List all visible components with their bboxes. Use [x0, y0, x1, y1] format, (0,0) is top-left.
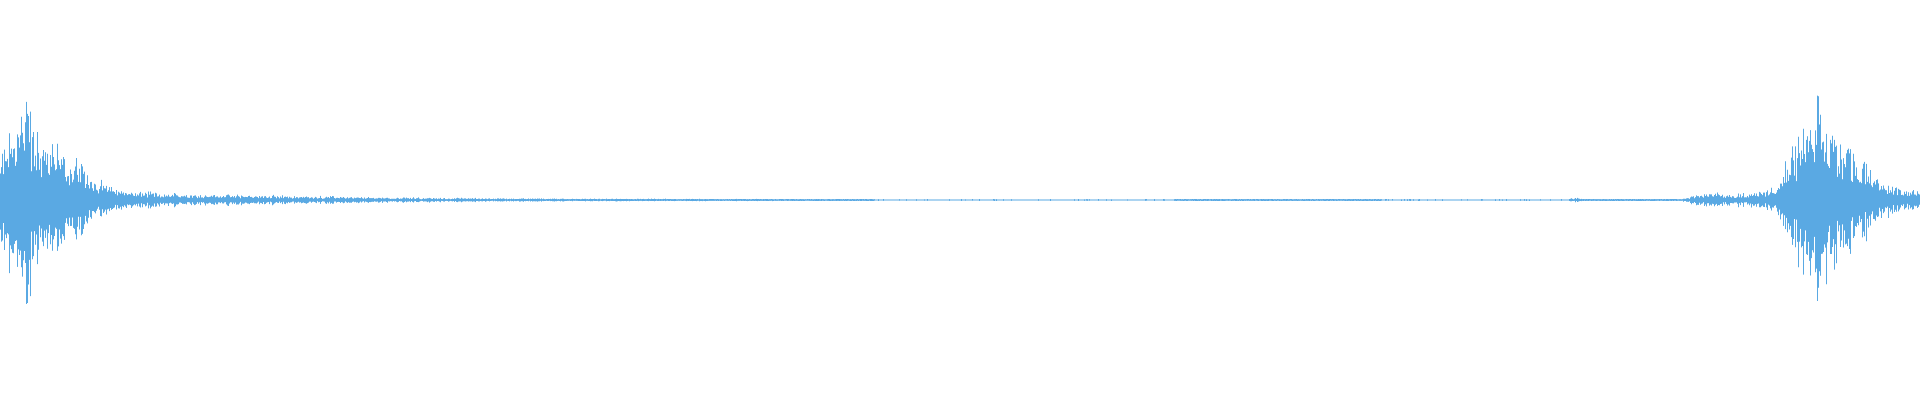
waveform-columns	[0, 95, 1920, 304]
